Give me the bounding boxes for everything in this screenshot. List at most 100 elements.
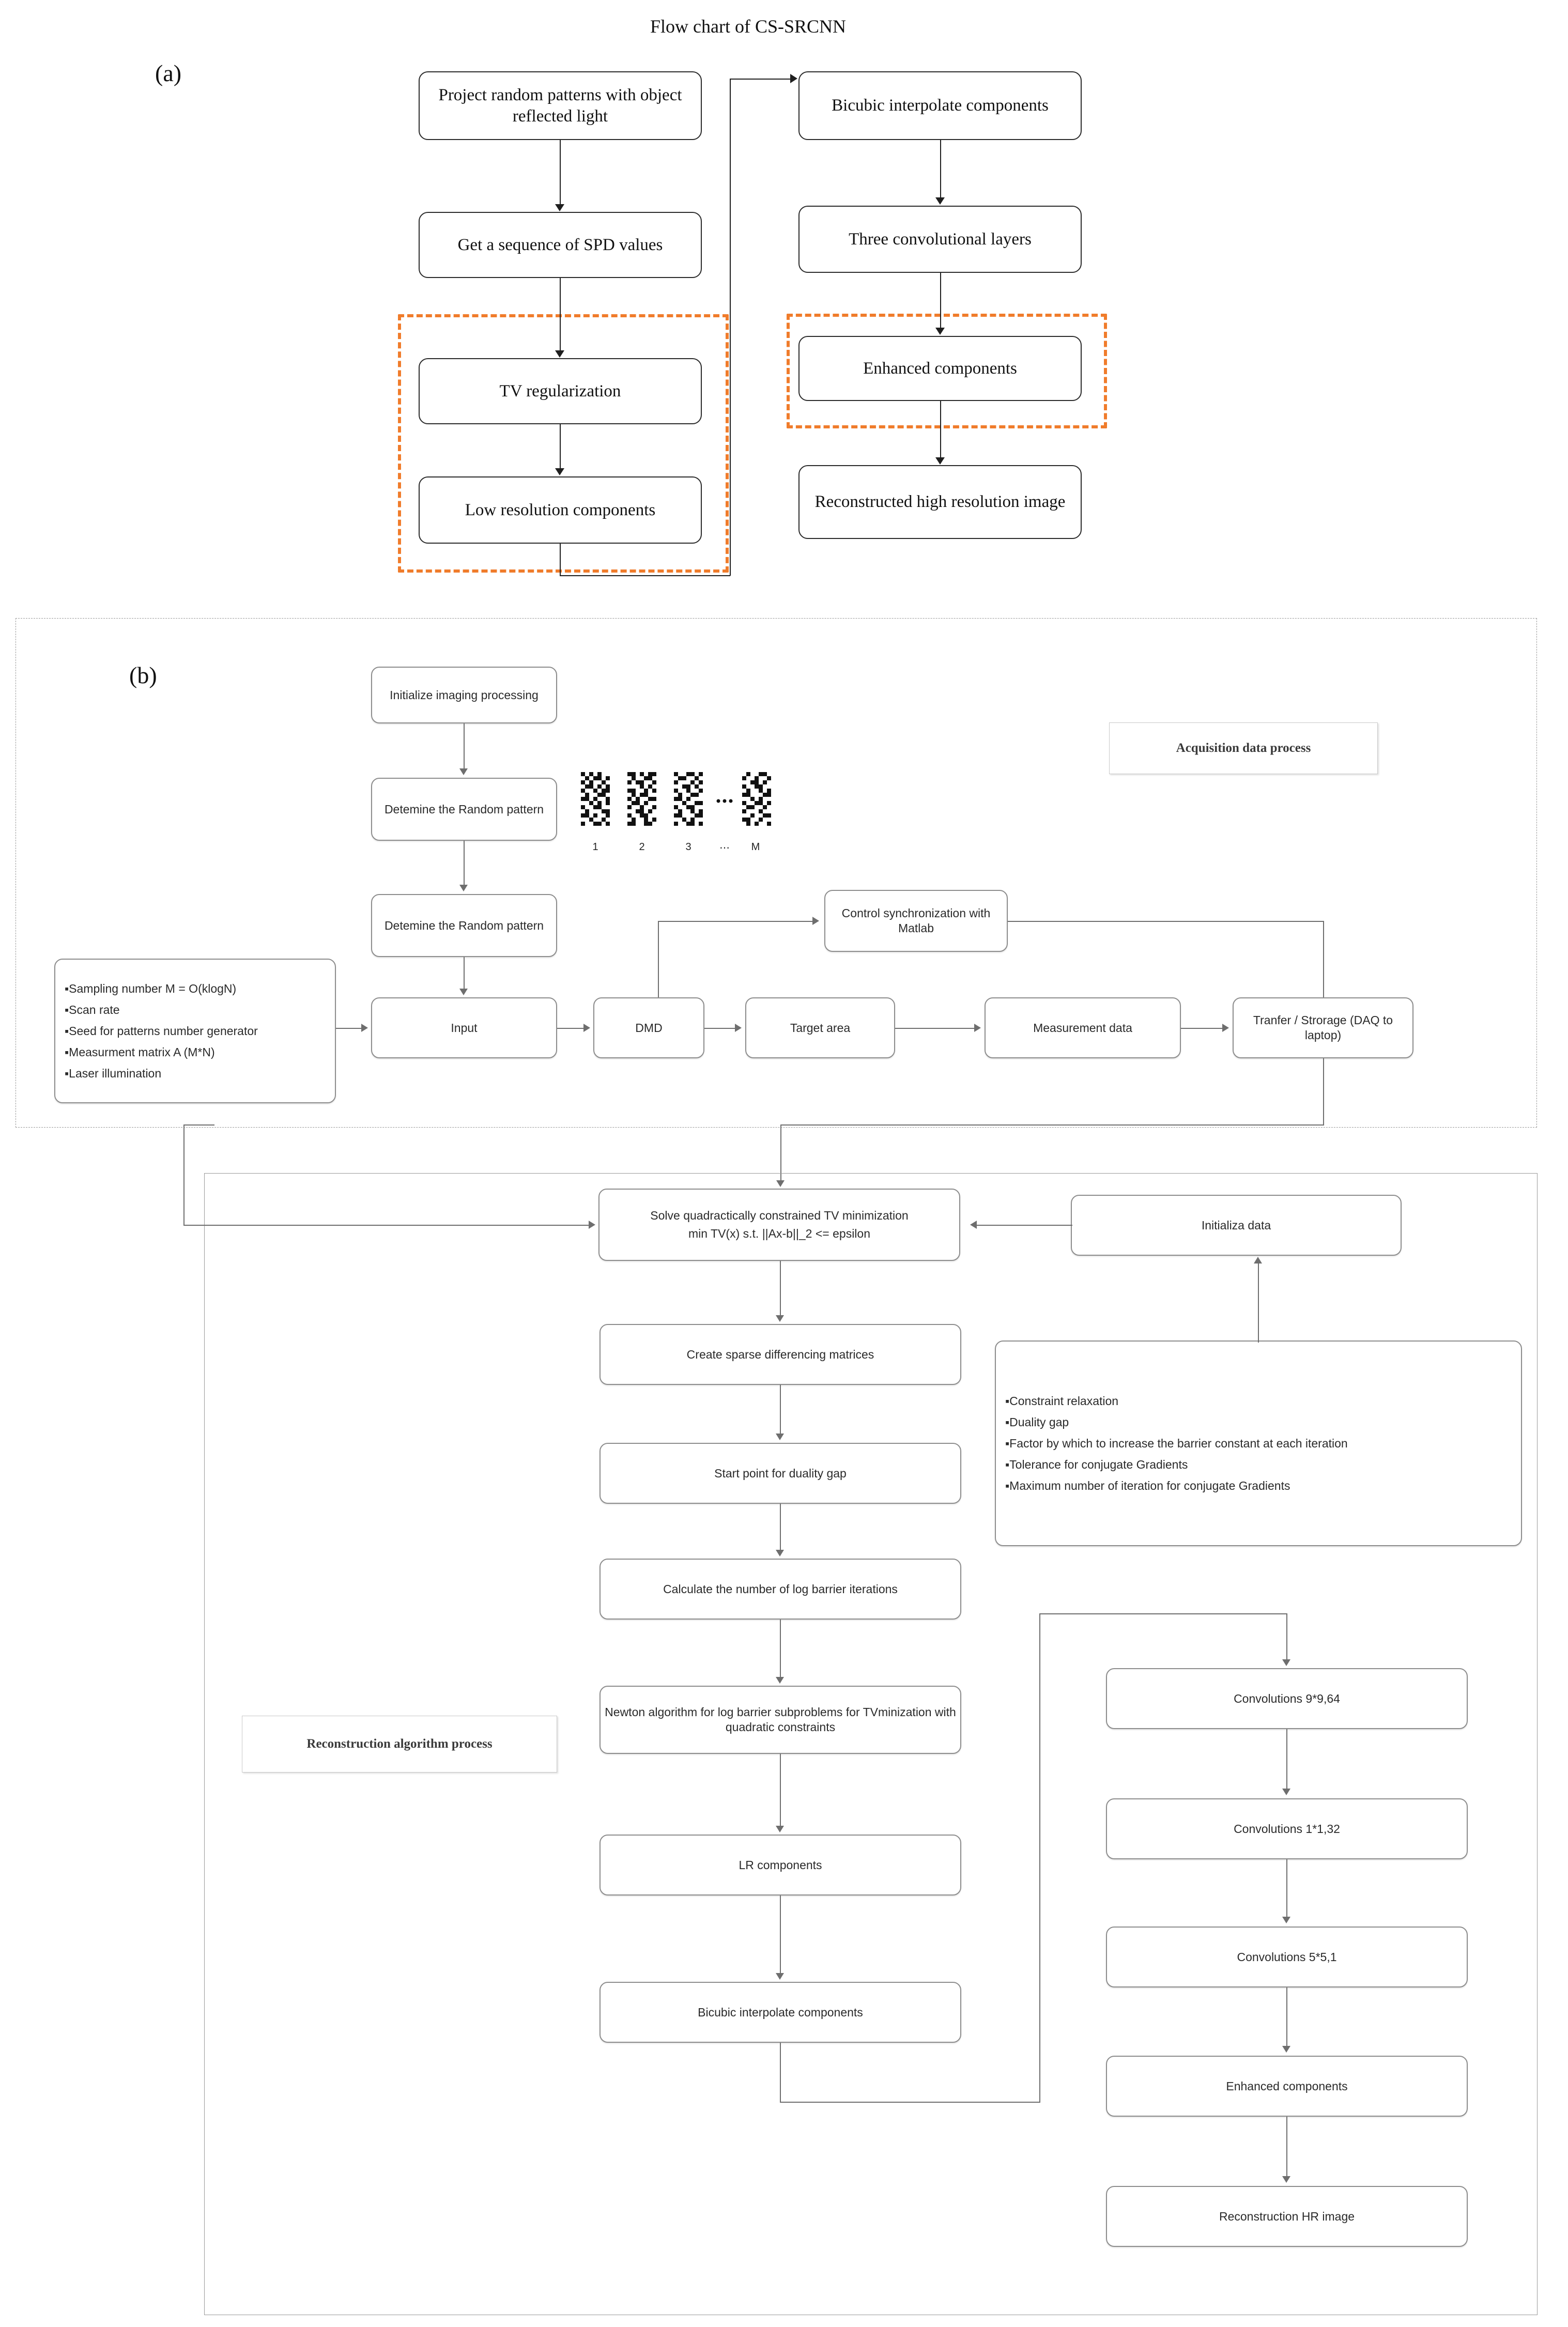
connector-b-calc-newton (780, 1620, 781, 1677)
box-bicubic-interpolate-components[interactable]: Bicubic interpolate components (798, 71, 1082, 140)
arrowhead-b-to-solve (776, 1180, 785, 1187)
random-pattern-thumbnails (578, 771, 785, 864)
box-lr-components[interactable]: LR components (599, 1835, 961, 1895)
arrowhead-a-3 (555, 468, 564, 475)
pattern-thumbnail-svg (581, 772, 771, 826)
arrowhead-b-target-meas (974, 1024, 981, 1032)
param-item-measurement-matrix: ▪Measurment matrix A (M*N) (65, 1045, 215, 1059)
connector-b-input-dmd (557, 1028, 584, 1029)
arrowhead-b-calc-newton (776, 1677, 784, 1684)
box-input[interactable]: Input (371, 997, 557, 1058)
init-param-barrier-factor: ▪Factor by which to increase the barrier… (1005, 1436, 1348, 1450)
connector-b-transfer-sync (1008, 921, 1324, 922)
box-low-resolution-components[interactable]: Low resolution components (419, 476, 702, 544)
box-measurement-data[interactable]: Measurement data (985, 997, 1181, 1058)
panel-a-label: (a) (155, 60, 182, 86)
arrowhead-b-conv1-conv2 (1282, 1789, 1290, 1795)
connector-a-cross-down (560, 544, 561, 576)
connector-b-cnn-into (1039, 1613, 1287, 1614)
connector-b-bicubic-down (780, 2043, 781, 2103)
connector-b-down-to-solve (780, 1124, 781, 1181)
init-param-constraint-relaxation: ▪Constraint relaxation (1005, 1394, 1119, 1408)
connector-b-bicubic-right (780, 2102, 1040, 2103)
box-newton-algorithm[interactable]: Newton algorithm for log barrier subprob… (599, 1686, 961, 1754)
box-enhanced-components[interactable]: Enhanced components (798, 336, 1082, 401)
connector-b-loop-left-vert (183, 1124, 185, 1226)
box-dmd[interactable]: DMD (593, 997, 704, 1058)
box-tv-regularization[interactable]: TV regularization (419, 358, 702, 424)
box-get-spd-values[interactable]: Get a sequence of SPD values (419, 212, 702, 278)
arrowhead-b-input-dmd (583, 1024, 590, 1032)
connector-b-solve-create (780, 1261, 781, 1316)
box-transfer-storage[interactable]: Tranfer / Strorage (DAQ to laptop) (1233, 997, 1413, 1058)
connector-b-newton-lr (780, 1754, 781, 1826)
box-determine-random-pattern-2[interactable]: Detemine the Random pattern (371, 894, 557, 957)
acquisition-parameters-list[interactable]: ▪Sampling number M = O(klogN) ▪Scan rate… (54, 959, 336, 1103)
connector-b-cnn-down-into-first (1286, 1613, 1287, 1660)
connector-b-loop-into-solve (183, 1225, 589, 1226)
connector-b-det1-det2 (464, 841, 465, 885)
connector-b-enhanced-hr (1286, 2117, 1287, 2177)
connector-b-create-start (780, 1385, 781, 1434)
arrowhead-b-newton-lr (776, 1826, 784, 1832)
connector-b-params-input (336, 1028, 362, 1029)
box-project-random-patterns[interactable]: Project random patterns with object refl… (419, 71, 702, 140)
box-bicubic-interpolate-components-b[interactable]: Bicubic interpolate components (599, 1982, 961, 2043)
box-target-area[interactable]: Target area (745, 997, 895, 1058)
box-convolutions-1x1-32[interactable]: Convolutions 1*1,32 (1106, 1798, 1468, 1859)
box-convolutions-5x5-1[interactable]: Convolutions 5*5,1 (1106, 1927, 1468, 1987)
legend-acquisition-data-process: Acquisition data process (1109, 722, 1378, 774)
connector-b-dmd-up (658, 921, 659, 997)
arrowhead-a-2 (555, 350, 564, 358)
connector-a-cross-into (730, 79, 791, 80)
box-create-sparse-differencing-matrices[interactable]: Create sparse differencing matrices (599, 1324, 961, 1385)
pattern-label-3: 3 (685, 841, 691, 853)
pattern-label-1: 1 (592, 841, 598, 853)
box-calculate-log-barrier-iterations[interactable]: Calculate the number of log barrier iter… (599, 1559, 961, 1620)
connector-b-meas-transfer (1181, 1028, 1223, 1029)
arrowhead-b-lr-bicubic (776, 1973, 784, 1980)
connector-a-2 (560, 278, 561, 350)
arrowhead-b-dmd-sync (812, 917, 819, 925)
connector-b-det2-input (464, 957, 465, 989)
arrowhead-b-solve-create (776, 1315, 784, 1322)
connector-a-5 (940, 273, 941, 328)
connector-b-params-initdata (1258, 1261, 1259, 1343)
init-param-tolerance-cg: ▪Tolerance for conjugate Gradients (1005, 1457, 1188, 1471)
box-determine-random-pattern-1[interactable]: Detemine the Random pattern (371, 778, 557, 841)
box-reconstruction-hr-image[interactable]: Reconstruction HR image (1106, 2186, 1468, 2247)
solve-tv-equation: min TV(x) s.t. ||Ax-b||_2 <= epsilon (688, 1227, 870, 1240)
param-item-scan-rate: ▪Scan rate (65, 1003, 120, 1016)
arrowhead-b-det1-det2 (459, 885, 468, 891)
box-start-point-for-duality-gap[interactable]: Start point for duality gap (599, 1443, 961, 1504)
arrowhead-a-cross (790, 74, 797, 83)
arrowhead-b-start-calc (776, 1550, 784, 1557)
arrowhead-b-create-start (776, 1434, 784, 1440)
param-item-seed: ▪Seed for patterns number generator (65, 1024, 258, 1038)
panel-b-label: (b) (129, 662, 157, 688)
box-reconstructed-high-resolution-image[interactable]: Reconstructed high resolution image (798, 465, 1082, 539)
reconstruction-init-parameters-list[interactable]: ▪Constraint relaxation ▪Duality gap ▪Fac… (995, 1340, 1522, 1546)
arrowhead-b-det2-input (459, 989, 468, 995)
arrowhead-b-conv2-conv3 (1282, 1917, 1290, 1923)
connector-b-initdata-solve (977, 1225, 1072, 1226)
box-initializa-data[interactable]: Initializa data (1071, 1195, 1402, 1256)
box-initialize-imaging-processing[interactable]: Initialize imaging processing (371, 667, 557, 723)
box-three-convolutional-layers[interactable]: Three convolutional layers (798, 206, 1082, 273)
connector-a-cross-right (560, 575, 730, 576)
connector-b-conv2-conv3 (1286, 1859, 1287, 1917)
connector-b-conv1-conv2 (1286, 1729, 1287, 1789)
arrowhead-b-enhanced-hr (1282, 2176, 1290, 2183)
connector-b-dmd-sync (658, 921, 813, 922)
arrowhead-a-5 (935, 328, 945, 335)
acquisition-section-region (16, 618, 1537, 1128)
connector-b-target-meas (895, 1028, 975, 1029)
box-solve-tv-minimization[interactable]: Solve quadractically constrained TV mini… (598, 1189, 960, 1261)
connector-b-cnn-up (1039, 1613, 1040, 2103)
box-convolutions-9x9-64[interactable]: Convolutions 9*9,64 (1106, 1668, 1468, 1729)
box-control-synchronization[interactable]: Control synchronization with Matlab (824, 890, 1008, 952)
param-item-laser-illumination: ▪Laser illumination (65, 1066, 162, 1080)
arrowhead-b-params-initdata (1254, 1257, 1262, 1263)
box-enhanced-components-b[interactable]: Enhanced components (1106, 2056, 1468, 2117)
